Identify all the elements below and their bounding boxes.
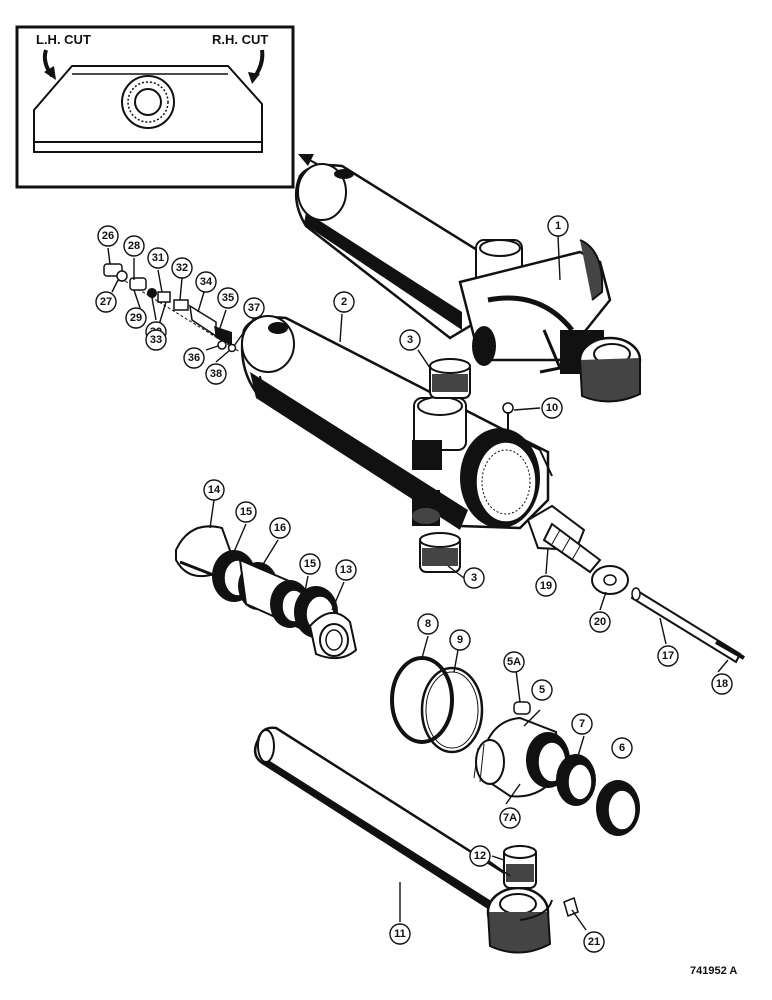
callout-5: 5 <box>531 679 553 701</box>
callout-15-right: 15 <box>299 553 321 575</box>
svg-text:14: 14 <box>208 484 221 496</box>
callout-5a: 5A <box>503 651 525 673</box>
svg-text:37: 37 <box>248 302 260 314</box>
svg-text:33: 33 <box>150 334 162 346</box>
svg-text:20: 20 <box>594 616 606 628</box>
svg-text:3: 3 <box>471 572 477 584</box>
callout-31: 31 <box>147 247 169 269</box>
callout-20: 20 <box>589 611 611 633</box>
callout-37: 37 <box>243 297 265 319</box>
callout-15-left: 15 <box>235 501 257 523</box>
callout-28: 28 <box>123 235 145 257</box>
callout-13: 13 <box>335 559 357 581</box>
svg-text:38: 38 <box>210 368 222 380</box>
svg-text:17: 17 <box>662 650 674 662</box>
cylinder-upper <box>294 163 642 403</box>
svg-text:16: 16 <box>274 522 286 534</box>
svg-text:7: 7 <box>579 718 585 730</box>
svg-text:7A: 7A <box>503 812 517 824</box>
callout-2: 2 <box>333 291 355 313</box>
svg-text:18: 18 <box>716 678 728 690</box>
callout-38: 38 <box>205 363 227 385</box>
svg-text:10: 10 <box>546 402 558 414</box>
callout-29: 29 <box>125 307 147 329</box>
svg-text:1: 1 <box>555 220 561 232</box>
svg-text:28: 28 <box>128 240 140 252</box>
svg-text:2: 2 <box>341 296 347 308</box>
piston-rod <box>253 726 579 954</box>
bushings <box>419 358 471 573</box>
callout-34: 34 <box>195 271 217 293</box>
gland-assembly <box>473 701 640 836</box>
svg-text:5: 5 <box>539 684 545 696</box>
svg-text:21: 21 <box>588 936 600 948</box>
svg-text:32: 32 <box>176 262 188 274</box>
callout-16: 16 <box>269 517 291 539</box>
callout-3-upper: 3 <box>399 329 421 351</box>
svg-text:15: 15 <box>240 506 252 518</box>
callout-36: 36 <box>183 347 205 369</box>
rh-cut-label: R.H. CUT <box>212 32 268 47</box>
callout-6: 6 <box>611 737 633 759</box>
valve-small-parts <box>103 263 241 353</box>
svg-text:13: 13 <box>340 564 352 576</box>
callout-18: 18 <box>711 673 733 695</box>
callout-7: 7 <box>571 713 593 735</box>
leader-lines <box>107 235 729 931</box>
cylinder-lower <box>240 315 553 530</box>
callout-1: 1 <box>547 215 569 237</box>
callout-3-lower: 3 <box>463 567 485 589</box>
callout-26: 26 <box>97 225 119 247</box>
svg-text:9: 9 <box>457 634 463 646</box>
svg-text:36: 36 <box>188 352 200 364</box>
callout-11: 11 <box>389 923 411 945</box>
callout-7a: 7A <box>499 807 521 829</box>
callout-21: 21 <box>583 931 605 953</box>
svg-text:6: 6 <box>619 742 625 754</box>
svg-text:35: 35 <box>222 292 234 304</box>
callout-27: 27 <box>95 291 117 313</box>
inset-box: L.H. CUT R.H. CUT <box>15 25 336 189</box>
callout-17: 17 <box>657 645 679 667</box>
callout-10: 10 <box>541 397 563 419</box>
callout-33: 33 <box>145 329 167 351</box>
svg-text:3: 3 <box>407 334 413 346</box>
screw-part-10 <box>502 402 514 432</box>
svg-text:27: 27 <box>100 296 112 308</box>
svg-text:19: 19 <box>540 580 552 592</box>
svg-text:34: 34 <box>200 276 213 288</box>
svg-text:15: 15 <box>304 558 316 570</box>
svg-text:26: 26 <box>102 230 114 242</box>
svg-text:8: 8 <box>425 618 431 630</box>
callout-19: 19 <box>535 575 557 597</box>
callout-9: 9 <box>449 629 471 651</box>
figure-number: 741952 A <box>690 965 737 977</box>
o-rings <box>390 656 484 754</box>
svg-text:31: 31 <box>152 252 164 264</box>
callouts: 1 2 3 3 5 5A 6 7 7A 8 9 10 11 12 13 14 1… <box>95 215 733 953</box>
callout-12: 12 <box>469 845 491 867</box>
svg-text:11: 11 <box>394 928 406 940</box>
callout-35: 35 <box>217 287 239 309</box>
fitting-and-washer <box>526 504 629 595</box>
svg-text:29: 29 <box>130 312 142 324</box>
svg-text:12: 12 <box>474 850 486 862</box>
lh-cut-label: L.H. CUT <box>36 32 91 47</box>
callout-8: 8 <box>417 613 439 635</box>
svg-text:5A: 5A <box>507 656 521 668</box>
piston-assembly <box>175 525 358 660</box>
callout-32: 32 <box>171 257 193 279</box>
callout-14: 14 <box>203 479 225 501</box>
push-rod <box>630 587 745 664</box>
